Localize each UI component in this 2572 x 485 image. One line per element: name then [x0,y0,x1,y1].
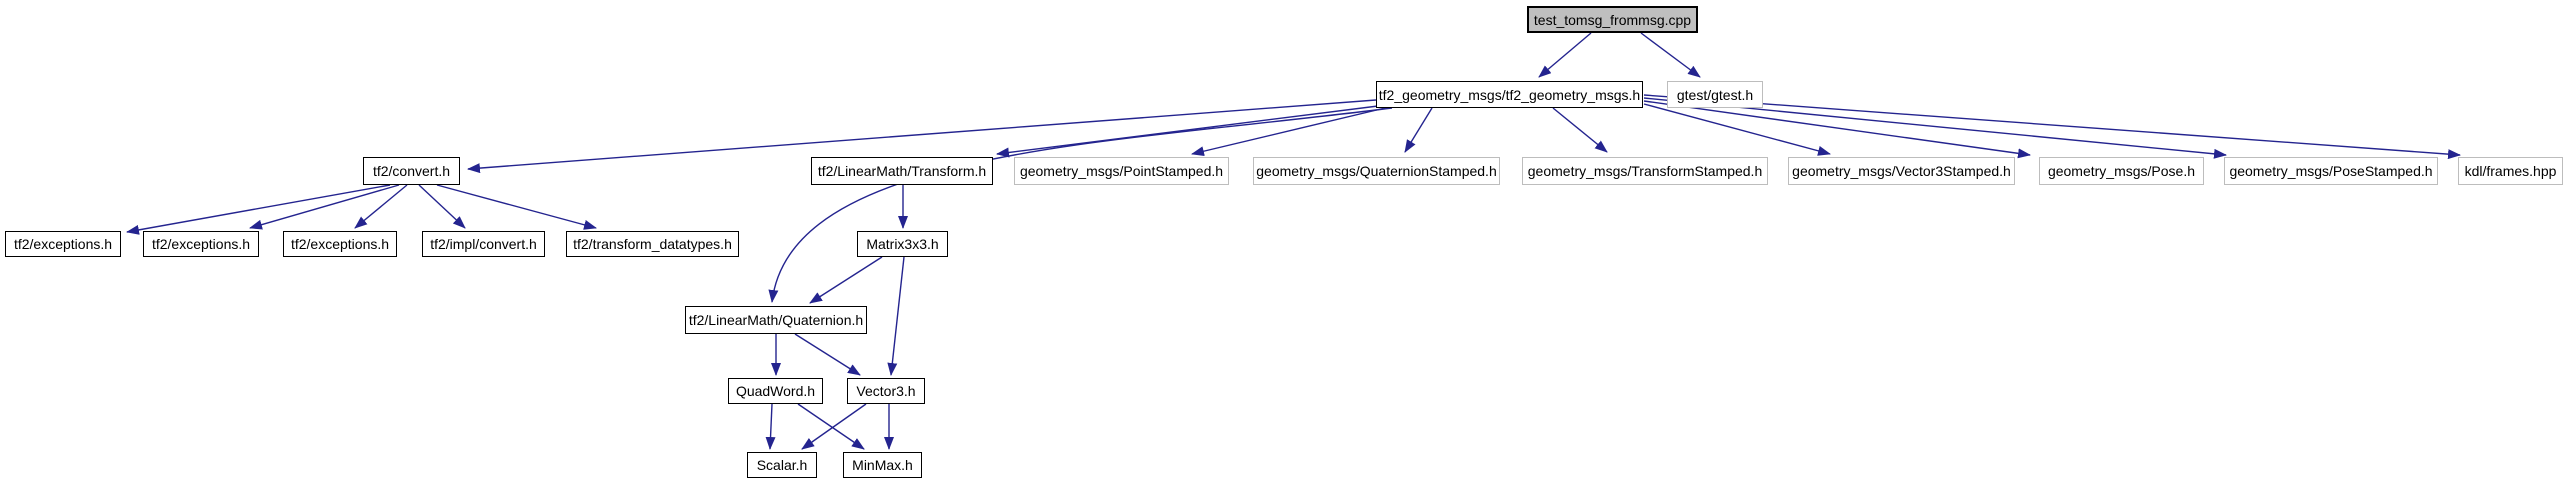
node-geometry-msgs-quaternionstamped-h: geometry_msgs/QuaternionStamped.h [1253,157,1500,185]
node-geometry-msgs-pose-h: geometry_msgs/Pose.h [2039,157,2204,185]
node-tf2-exceptions-h-2[interactable]: tf2/exceptions.h [143,231,259,257]
node-gtest-h: gtest/gtest.h [1667,81,1763,108]
edge-main-quaternionstamped [1404,107,1433,153]
node-vector3-h[interactable]: Vector3.h [847,378,925,404]
node-tf2-impl-convert-h[interactable]: tf2/impl/convert.h [422,231,545,257]
node-tf2-exceptions-h-3[interactable]: tf2/exceptions.h [283,231,397,257]
node-tf2-transform-datatypes-h[interactable]: tf2/transform_datatypes.h [566,231,739,257]
edge-testcpp-main [1538,32,1592,78]
edge-matrix3x3-quaternion [809,256,883,304]
node-tf2-convert-h[interactable]: tf2/convert.h [363,157,460,185]
edge-convert-exceptions2 [249,184,400,230]
node-geometry-msgs-vector3stamped-h: geometry_msgs/Vector3Stamped.h [1788,157,2015,185]
edge-main-transformstamped [1552,107,1608,153]
edge-convert-exceptions3 [354,184,408,229]
edge-main-quaternion [768,107,1393,303]
edge-vector3-scalar [801,403,867,450]
edge-matrix3x3-vector3 [887,256,905,376]
edge-testcpp-gtest [1640,32,1701,78]
node-tf2-geometry-msgs-h[interactable]: tf2_geometry_msgs/tf2_geometry_msgs.h [1376,81,1643,108]
edge-main-convert [467,99,1377,174]
edge-convert-exceptions1 [126,184,391,235]
node-quadword-h[interactable]: QuadWord.h [728,378,823,404]
node-geometry-msgs-transformstamped-h: geometry_msgs/TransformStamped.h [1522,157,1768,185]
node-matrix3x3-h[interactable]: Matrix3x3.h [857,231,948,257]
edge-main-transform [996,105,1379,158]
node-tf2-exceptions-h-1[interactable]: tf2/exceptions.h [5,231,121,257]
node-tf2-linearmath-quaternion-h[interactable]: tf2/LinearMath/Quaternion.h [685,306,867,334]
edge-quadword-minmax [797,403,865,450]
edge-quadword-scalar [765,403,776,450]
edge-main-pose [1643,100,2031,159]
edge-main-vector3stamped [1643,103,1831,156]
node-scalar-h[interactable]: Scalar.h [747,452,817,478]
node-geometry-msgs-posestamped-h: geometry_msgs/PoseStamped.h [2224,157,2438,185]
node-kdl-frames-hpp: kdl/frames.hpp [2458,157,2563,185]
node-geometry-msgs-pointstamped-h: geometry_msgs/PointStamped.h [1014,157,1229,185]
node-minmax-h[interactable]: MinMax.h [843,452,922,478]
edge-quaternion-vector3 [794,333,861,376]
node-test-tomsg-frommsg-cpp: test_tomsg_frommsg.cpp [1527,6,1698,33]
edge-convert-datatypes [436,184,597,230]
edge-main-kdlframes [1643,94,2461,160]
edge-main-pointstamped [1191,107,1386,157]
node-tf2-linearmath-transform-h[interactable]: tf2/LinearMath/Transform.h [811,157,993,185]
edge-convert-implconvert [418,184,466,229]
